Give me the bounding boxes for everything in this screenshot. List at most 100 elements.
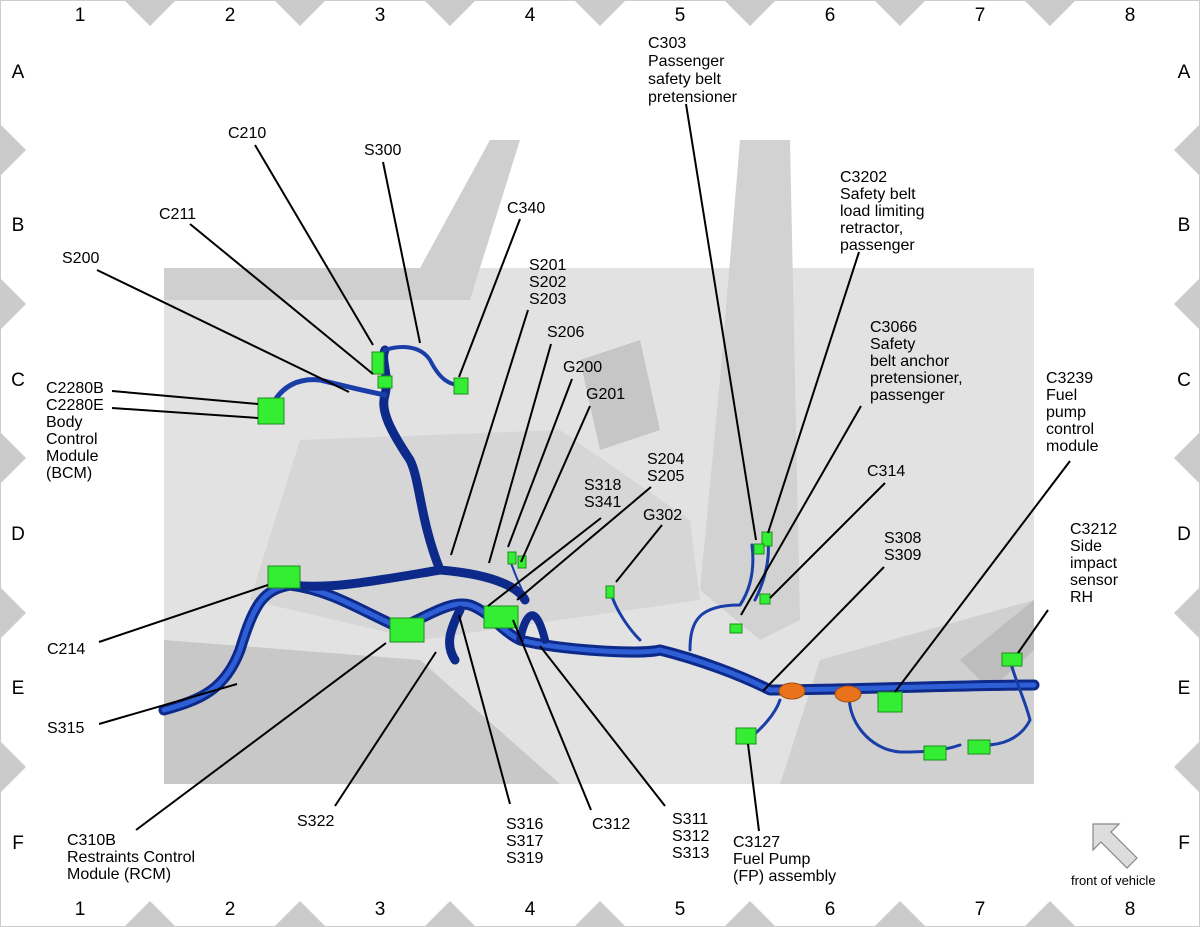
callout-g201-line: G201: [586, 386, 625, 403]
callout-s318-line: S318: [584, 477, 621, 494]
grid-col-6-top: 6: [825, 5, 836, 26]
callout-s308: S308 S309: [884, 530, 926, 564]
callout-s311-line: S313: [672, 845, 709, 862]
harness-c312-loop: [516, 611, 549, 644]
connector-icon: [453, 377, 469, 395]
harness-c340-branch: [383, 345, 462, 387]
callout-c3066-line: pretensioner,: [870, 370, 963, 387]
connector-icon: [735, 727, 757, 745]
zone-marker: [424, 901, 476, 927]
callout-c214: C214: [47, 641, 85, 658]
callout-g200-line: G200: [563, 359, 602, 376]
leader-line: [458, 614, 511, 805]
grid-col-2-top: 2: [225, 5, 236, 26]
leader-line: [740, 405, 862, 616]
grid-row-e-left: E: [12, 678, 25, 699]
grid-col-8-bottom: 8: [1125, 899, 1136, 920]
leader-line: [189, 223, 374, 375]
leader-lines: [96, 103, 1071, 832]
callout-s206: S206: [547, 324, 584, 341]
leader-line: [98, 584, 269, 643]
front-of-vehicle-label: front of vehicle: [1071, 873, 1156, 888]
leader-line: [615, 524, 663, 583]
grid-row-a-right: A: [1178, 62, 1191, 83]
callout-s201-line: S201: [529, 257, 566, 274]
zone-marker: [874, 0, 926, 26]
zone-marker: [0, 587, 26, 639]
zone-marker: [274, 0, 326, 26]
callout-c2280-line: C2280B: [46, 380, 104, 397]
leader-line: [516, 486, 652, 601]
callout-c340-line: C340: [507, 200, 545, 217]
callout-c3066-line: passenger: [870, 387, 945, 404]
harness-riser: [379, 345, 445, 575]
grid-col-4-top: 4: [525, 5, 536, 26]
grid-col-1-bottom: 1: [75, 899, 86, 920]
grid-col-3-bottom: 3: [375, 899, 386, 920]
callout-s308-line: S309: [884, 547, 921, 564]
zone-marker: [0, 741, 26, 793]
leader-line: [98, 683, 238, 725]
callout-g201: G201: [586, 386, 625, 403]
leader-line: [767, 251, 860, 534]
row-labels-left: A B C D E F: [11, 62, 25, 854]
connector-icon: [729, 623, 743, 634]
leader-line: [487, 517, 602, 607]
body-floor-pan: [250, 430, 700, 640]
callout-c3239-line: Fuel: [1046, 387, 1077, 404]
leader-line: [488, 343, 552, 564]
grid-row-a-left: A: [12, 62, 25, 83]
zone-marker: [1174, 432, 1200, 484]
callout-c3212-line: C3212: [1070, 521, 1117, 538]
grid-col-7-top: 7: [975, 5, 986, 26]
callout-g200: G200: [563, 359, 602, 376]
connector-icon: [761, 531, 773, 547]
callout-c314: C314: [867, 463, 905, 480]
zone-marker: [1024, 901, 1076, 927]
zone-marker: [724, 0, 776, 26]
grid-row-d-right: D: [1177, 524, 1191, 545]
callout-c2280-line: (BCM): [46, 465, 92, 482]
grid-row-d-left: D: [11, 524, 25, 545]
leader-line: [254, 144, 374, 346]
callout-c303-line: C303: [648, 35, 686, 52]
callout-s204-line: S204: [647, 451, 684, 468]
leader-line: [382, 161, 421, 344]
callout-c3202-line: Safety belt: [840, 186, 916, 203]
callout-c3127-line: (FP) assembly: [733, 868, 836, 885]
zone-marker: [874, 901, 926, 927]
body-rear-panel: [164, 140, 520, 300]
connector-icon: [967, 739, 991, 755]
leader-line: [747, 743, 760, 832]
zone-marker: [424, 0, 476, 26]
callout-c310b-line: Restraints Control: [67, 849, 195, 866]
body-bracket: [580, 340, 660, 450]
leader-line: [135, 642, 387, 831]
grid-row-e-right: E: [1178, 678, 1191, 699]
connectors: [257, 351, 1023, 761]
zone-marker: [0, 124, 26, 176]
connector-icon: [759, 593, 771, 605]
zone-marker: [1174, 741, 1200, 793]
connector-icon: [483, 605, 519, 629]
grid-col-2-bottom: 2: [225, 899, 236, 920]
leader-line: [334, 651, 437, 807]
callout-c3127-line: C3127: [733, 834, 780, 851]
callout-c3212: C3212 Side impact sensor RH: [1070, 521, 1122, 606]
callout-c3066-line: C3066: [870, 319, 917, 336]
callout-c211-line: C211: [159, 206, 196, 223]
connector-icon: [753, 543, 765, 555]
zone-marker: [0, 278, 26, 330]
leader-line: [507, 378, 573, 548]
leader-line: [762, 566, 885, 692]
callout-c2280-line: Module: [46, 448, 99, 465]
callout-s308-line: S308: [884, 530, 921, 547]
callout-c312-line: C312: [592, 816, 630, 833]
callout-c3202-line: retractor,: [840, 220, 903, 237]
callout-c2280-line: Control: [46, 431, 98, 448]
callout-s204: S204 S205: [647, 451, 689, 485]
callout-s316-line: S317: [506, 833, 543, 850]
callout-c3202-line: load limiting: [840, 203, 924, 220]
callout-c3239-line: C3239: [1046, 370, 1093, 387]
